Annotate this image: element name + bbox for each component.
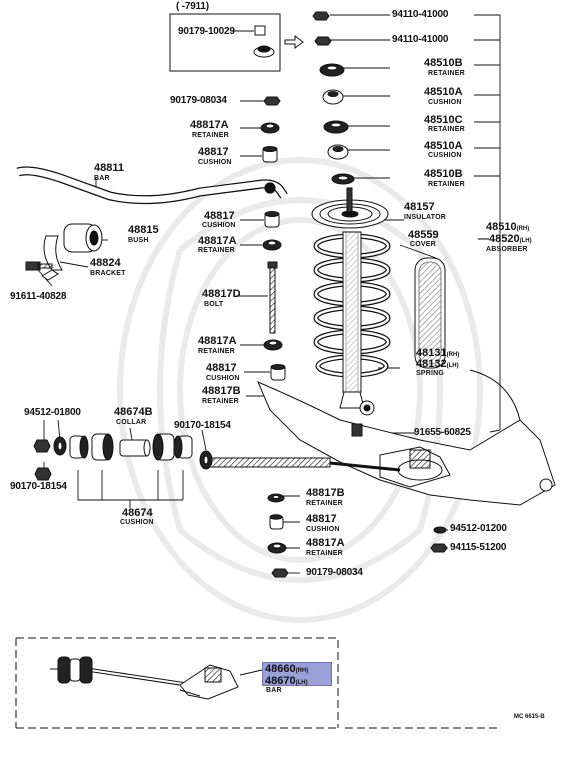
part-48817-1-desc: CUSHION bbox=[198, 159, 232, 166]
part-48510a-mid-desc: CUSHION bbox=[428, 152, 462, 159]
part-48817a-4-desc: RETAINER bbox=[306, 550, 343, 557]
part-48132-number: 48132 bbox=[416, 358, 447, 370]
part-48817a-3-desc: RETAINER bbox=[198, 348, 235, 355]
part-48824[interactable]: 48824 bbox=[90, 257, 121, 269]
part-48817d-desc: BOLT bbox=[204, 301, 224, 308]
part-48670-number: 48670 bbox=[265, 675, 296, 687]
part-48510b-mid[interactable]: 48510B bbox=[424, 168, 463, 180]
part-48510a-top[interactable]: 48510A bbox=[424, 86, 463, 98]
part-48674b[interactable]: 48674B bbox=[114, 406, 153, 418]
part-48157-desc: INSULATOR bbox=[404, 214, 446, 221]
part-48817-1[interactable]: 48817 bbox=[198, 146, 229, 158]
part-48520-side: (LH) bbox=[519, 238, 532, 244]
part-48674[interactable]: 48674 bbox=[122, 507, 153, 519]
early-model-inset bbox=[169, 13, 304, 72]
part-48674b-desc: COLLAR bbox=[116, 419, 147, 426]
part-90170-18154-right[interactable]: 90170-18154 bbox=[174, 420, 231, 431]
part-48660-number: 48660 bbox=[265, 663, 296, 675]
strut-bar-inset bbox=[15, 637, 500, 729]
part-90179-08034-bottom[interactable]: 90179-08034 bbox=[306, 567, 363, 578]
part-94110-41000-top[interactable]: 94110-41000 bbox=[392, 9, 449, 20]
part-48811-desc: BAR bbox=[94, 175, 110, 182]
part-48131-side: (RH) bbox=[446, 352, 460, 358]
strut-bar-assembly bbox=[33, 433, 401, 481]
part-48817a-2-desc: RETAINER bbox=[198, 247, 235, 254]
part-48510c[interactable]: 48510C bbox=[424, 114, 463, 126]
part-48817b-2-desc: RETAINER bbox=[306, 500, 343, 507]
part-48132[interactable]: 48132(LH) bbox=[416, 359, 459, 370]
part-48157[interactable]: 48157 bbox=[404, 201, 435, 213]
stabilizer-bush-bracket bbox=[25, 223, 103, 281]
part-48520[interactable]: —48520(LH) bbox=[478, 233, 532, 245]
lower-control-arm bbox=[257, 369, 556, 506]
strut-assembly bbox=[311, 187, 446, 416]
absorber-desc: ABSORBER bbox=[486, 246, 528, 253]
part-94512-01800[interactable]: 94512-01800 bbox=[24, 407, 81, 418]
stabilizer-bar bbox=[16, 166, 288, 205]
part-48817-4-desc: CUSHION bbox=[306, 526, 340, 533]
part-48510-side: (RH) bbox=[516, 226, 530, 232]
part-48510[interactable]: 48510(RH) bbox=[486, 222, 529, 233]
part-48131[interactable]: 48131(RH) bbox=[416, 348, 459, 359]
part-48660: 48660(RH) bbox=[265, 664, 329, 676]
part-48674-desc: CUSHION bbox=[120, 519, 154, 526]
part-48817-3-desc: CUSHION bbox=[206, 375, 240, 382]
part-94110-41000-mid[interactable]: 94110-41000 bbox=[392, 34, 449, 45]
part-48559-desc: COVER bbox=[410, 241, 436, 248]
part-48817-4[interactable]: 48817 bbox=[306, 513, 337, 525]
part-94115-51200[interactable]: 94115-51200 bbox=[450, 542, 507, 553]
figure-code: MC 6615-B bbox=[514, 714, 545, 720]
part-48817-2[interactable]: 48817 bbox=[204, 210, 235, 222]
part-48817b-1[interactable]: 48817B bbox=[202, 385, 241, 397]
part-48817-2-desc: CUSHION bbox=[202, 222, 236, 229]
part-48817a-1[interactable]: 48817A bbox=[190, 119, 229, 131]
part-48817a-2[interactable]: 48817A bbox=[198, 235, 237, 247]
stabilizer-link-parts bbox=[260, 96, 289, 404]
header-range: ( -7911) bbox=[176, 1, 209, 12]
part-48817d[interactable]: 48817D bbox=[202, 288, 241, 300]
part-48510c-desc: RETAINER bbox=[428, 126, 465, 133]
part-48817-3[interactable]: 48817 bbox=[206, 362, 237, 374]
part-94512-01200[interactable]: 94512-01200 bbox=[450, 523, 507, 534]
part-48660-side: (RH) bbox=[295, 668, 309, 674]
part-48670: 48670(LH) bbox=[265, 676, 329, 688]
part-48824-desc: BRACKET bbox=[90, 270, 126, 277]
part-90179-10029[interactable]: 90179-10029 bbox=[178, 26, 235, 37]
part-48510b-top-desc: RETAINER bbox=[428, 70, 465, 77]
part-48817b-2[interactable]: 48817B bbox=[306, 487, 345, 499]
part-91611-40828[interactable]: 91611-40828 bbox=[10, 291, 67, 302]
part-48132-side: (LH) bbox=[446, 363, 459, 369]
part-48811[interactable]: 48811 bbox=[94, 162, 124, 174]
leader-lines bbox=[37, 14, 501, 574]
part-48817b-1-desc: RETAINER bbox=[202, 398, 239, 405]
spring-desc: SPRING bbox=[416, 370, 445, 377]
part-48510a-mid[interactable]: 48510A bbox=[424, 140, 463, 152]
part-48817a-4[interactable]: 48817A bbox=[306, 537, 345, 549]
part-48520-number: 48520 bbox=[489, 233, 520, 245]
part-48660-48670-highlight[interactable]: 48660(RH) 48670(LH) bbox=[262, 662, 332, 688]
part-48559[interactable]: 48559 bbox=[408, 229, 439, 241]
part-48510b-mid-desc: RETAINER bbox=[428, 181, 465, 188]
part-48510-number: 48510 bbox=[486, 221, 517, 233]
part-48131-number: 48131 bbox=[416, 347, 447, 359]
part-48815[interactable]: 48815 bbox=[128, 224, 159, 236]
bar-desc: BAR bbox=[266, 687, 282, 694]
part-91655-60825[interactable]: 91655-60825 bbox=[414, 427, 471, 438]
part-90179-08034-top[interactable]: 90179-08034 bbox=[170, 95, 227, 106]
part-48670-side: (LH) bbox=[295, 680, 308, 686]
absorber-top-hardware bbox=[312, 11, 355, 185]
part-48510b-top[interactable]: 48510B bbox=[424, 57, 463, 69]
part-48815-desc: BUSH bbox=[128, 237, 149, 244]
part-48817a-1-desc: RETAINER bbox=[192, 132, 229, 139]
part-48510a-top-desc: CUSHION bbox=[428, 99, 462, 106]
part-48817a-3[interactable]: 48817A bbox=[198, 335, 237, 347]
lower-link-parts bbox=[267, 493, 448, 578]
part-90170-18154-left[interactable]: 90170-18154 bbox=[10, 481, 67, 492]
